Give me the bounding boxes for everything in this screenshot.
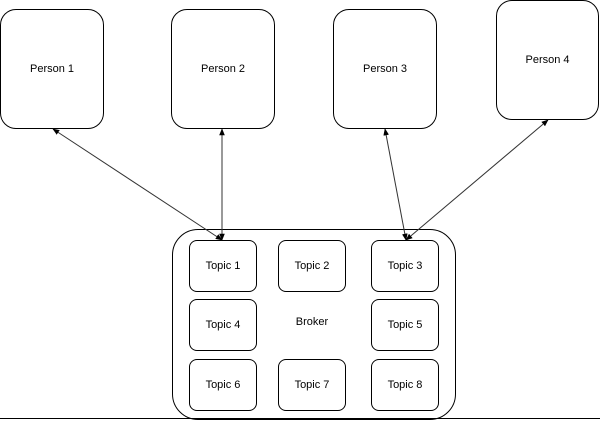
topic-3-node[interactable]: Topic 3 bbox=[371, 240, 439, 292]
topic-2-label: Topic 2 bbox=[294, 260, 330, 272]
broker-label: Broker bbox=[295, 316, 329, 328]
topic-1-node[interactable]: Topic 1 bbox=[189, 240, 257, 292]
person-4-node[interactable]: Person 4 bbox=[496, 0, 599, 120]
topic-8-node[interactable]: Topic 8 bbox=[371, 359, 439, 411]
topic-5-node[interactable]: Topic 5 bbox=[371, 299, 439, 351]
topic-7-label: Topic 7 bbox=[294, 379, 330, 391]
person-1-label: Person 1 bbox=[29, 63, 75, 75]
person-2-label: Person 2 bbox=[200, 63, 246, 75]
topic-8-label: Topic 8 bbox=[387, 379, 423, 391]
topic-4-node[interactable]: Topic 4 bbox=[189, 299, 257, 351]
topic-4-label: Topic 4 bbox=[205, 319, 241, 331]
topic-7-node[interactable]: Topic 7 bbox=[278, 359, 346, 411]
topic-5-label: Topic 5 bbox=[387, 319, 423, 331]
connector-person-4-topic-3 bbox=[405, 119, 549, 241]
bottom-border-line bbox=[0, 418, 600, 419]
topic-3-label: Topic 3 bbox=[387, 260, 423, 272]
connector-person-1-topic-1 bbox=[52, 128, 223, 241]
topic-1-label: Topic 1 bbox=[205, 260, 241, 272]
person-3-label: Person 3 bbox=[362, 63, 408, 75]
connector-person-3-topic-3 bbox=[383, 128, 408, 241]
person-2-node[interactable]: Person 2 bbox=[171, 9, 275, 129]
person-4-label: Person 4 bbox=[525, 54, 570, 66]
person-3-node[interactable]: Person 3 bbox=[333, 9, 437, 129]
topic-6-label: Topic 6 bbox=[205, 379, 241, 391]
topic-2-node[interactable]: Topic 2 bbox=[278, 240, 346, 292]
person-1-node[interactable]: Person 1 bbox=[0, 9, 104, 129]
topic-6-node[interactable]: Topic 6 bbox=[189, 359, 257, 411]
